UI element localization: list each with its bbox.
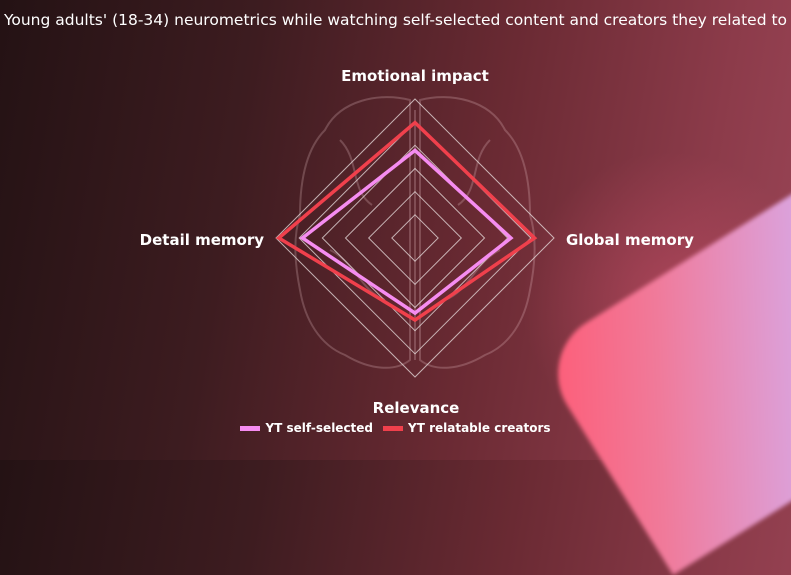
legend-label: YT relatable creators — [408, 421, 551, 435]
series-yt-relatable-creators — [275, 120, 538, 323]
axis-label-emotional-impact: Emotional impact — [341, 67, 489, 85]
grid-ring — [275, 98, 555, 378]
chart-title: Young adults' (18-34) neurometrics while… — [3, 11, 788, 29]
radar-series — [275, 120, 538, 323]
legend-item-self-selected: YT self-selected — [240, 421, 373, 435]
legend-item-relatable-creators: YT relatable creators — [383, 421, 551, 435]
grid-ring — [391, 214, 439, 262]
legend-swatch — [383, 425, 404, 431]
radar-chart: Emotional impact Global memory Relevance… — [140, 67, 694, 417]
legend-label: YT self-selected — [265, 421, 374, 435]
grid-ring — [344, 167, 486, 309]
legend-swatch — [240, 425, 261, 431]
series-yt-self-selected — [299, 148, 514, 316]
grid-ring — [367, 190, 463, 286]
axis-label-relevance: Relevance — [373, 399, 460, 417]
brain-illustration — [294, 96, 536, 369]
axis-label-global-memory: Global memory — [566, 231, 694, 249]
axis-label-detail-memory: Detail memory — [140, 231, 265, 249]
legend: YT self-selected YT relatable creators — [0, 421, 791, 435]
